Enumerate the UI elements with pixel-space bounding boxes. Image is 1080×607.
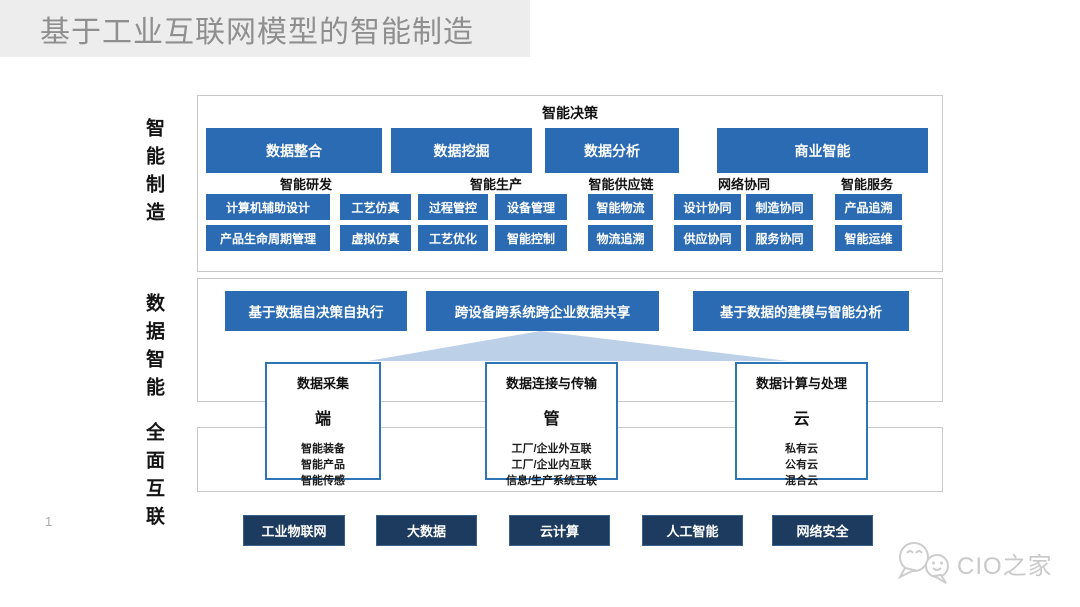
layer-box-edge: 数据采集 端 智能装备 智能产品 智能传感	[265, 362, 381, 487]
capability-service-collab: 服务协同	[746, 225, 813, 251]
capability-process-optimization: 工艺优化	[418, 225, 488, 251]
capability-supply-collab: 供应协同	[674, 225, 741, 251]
layer-item: 智能传感	[301, 474, 345, 487]
layer-title: 数据计算与处理	[755, 376, 847, 391]
chat-bubbles-icon	[891, 535, 953, 592]
category-smart-supply-chain: 智能供应链	[588, 177, 654, 192]
layer-item: 工厂/企业内互联	[511, 458, 592, 471]
layer-item: 私有云	[785, 443, 818, 455]
layer-name: 管	[543, 411, 560, 428]
category-smart-service: 智能服务	[840, 177, 893, 192]
layer-item: 混合云	[785, 474, 818, 487]
capability-process-control: 过程管控	[418, 194, 488, 220]
layer-title: 数据连接与传输	[505, 376, 597, 391]
layer-item: 信息/生产系统互联	[505, 474, 598, 487]
capability-plm: 产品生命周期管理	[206, 225, 330, 251]
category-smart-rnd: 智能研发	[279, 177, 332, 192]
side-label-full-interconnection: 全面互联	[143, 422, 164, 534]
layer-item: 工厂/企业外互联	[511, 443, 592, 455]
watermark-brand-text: CIO之家	[957, 553, 1053, 580]
capability-logistics-traceability: 物流追溯	[588, 225, 653, 251]
band-smart-manufacturing: 智能决策 数据整合 数据挖掘 数据分析 商业智能 智能研发 智能生产 智能供应链…	[197, 95, 943, 272]
layer-name: 端	[314, 411, 331, 428]
foundation-network-security: 网络安全	[772, 515, 873, 546]
layer-box-cloud: 数据计算与处理 云 私有云 公有云 混合云	[735, 362, 868, 487]
capability-cad: 计算机辅助设计	[206, 194, 330, 220]
layer-box-pipe: 数据连接与传输 管 工厂/企业外互联 工厂/企业内互联 信息/生产系统互联	[485, 362, 618, 487]
capability-process-simulation: 工艺仿真	[340, 194, 411, 220]
watermark-logo: CIO之家	[891, 535, 1053, 592]
category-smart-production: 智能生产	[469, 177, 522, 192]
foundation-big-data: 大数据	[376, 515, 477, 546]
capability-smart-control: 智能控制	[495, 225, 567, 251]
slide-title: 基于工业互联网模型的智能制造	[0, 0, 530, 57]
statement-data-sharing: 跨设备跨系统跨企业数据共享	[426, 291, 659, 331]
layer-items: 智能装备 智能产品 智能传感	[267, 442, 379, 490]
capability-manufacturing-collab: 制造协同	[746, 194, 813, 220]
statement-modeling-analysis: 基于数据的建模与智能分析	[693, 291, 909, 331]
capability-virtual-simulation: 虚拟仿真	[340, 225, 411, 251]
layer-item: 智能产品	[301, 458, 345, 471]
capability-equipment-mgmt: 设备管理	[495, 194, 567, 220]
foundation-ai: 人工智能	[642, 515, 743, 546]
decision-box-data-mining: 数据挖掘	[391, 128, 532, 173]
decision-box-data-integration: 数据整合	[206, 128, 382, 173]
capability-smart-operations: 智能运维	[835, 225, 902, 251]
layer-items: 工厂/企业外互联 工厂/企业内互联 信息/生产系统互联	[487, 442, 616, 490]
layer-title: 数据采集	[296, 376, 349, 391]
decision-box-business-intelligence: 商业智能	[717, 128, 928, 173]
capability-design-collab: 设计协同	[674, 194, 741, 220]
foundation-cloud-computing: 云计算	[509, 515, 610, 546]
layer-item: 公有云	[785, 458, 818, 471]
capability-smart-logistics: 智能物流	[588, 194, 653, 220]
layer-items: 私有云 公有云 混合云	[737, 442, 866, 490]
page-number: 1	[45, 514, 53, 529]
side-label-data-intelligence: 数据智能	[143, 293, 164, 405]
layer-item: 智能装备	[301, 443, 345, 455]
capability-product-traceability: 产品追溯	[835, 194, 902, 220]
layer-name: 云	[793, 411, 810, 428]
band1-header-smart-decision: 智能决策	[542, 105, 598, 121]
statement-self-decision: 基于数据自决策自执行	[225, 291, 407, 331]
side-label-smart-manufacturing: 智能制造	[143, 118, 164, 230]
decision-box-data-analysis: 数据分析	[545, 128, 679, 173]
foundation-iiot: 工业物联网	[243, 515, 345, 546]
category-network-collaboration: 网络协同	[717, 177, 770, 192]
